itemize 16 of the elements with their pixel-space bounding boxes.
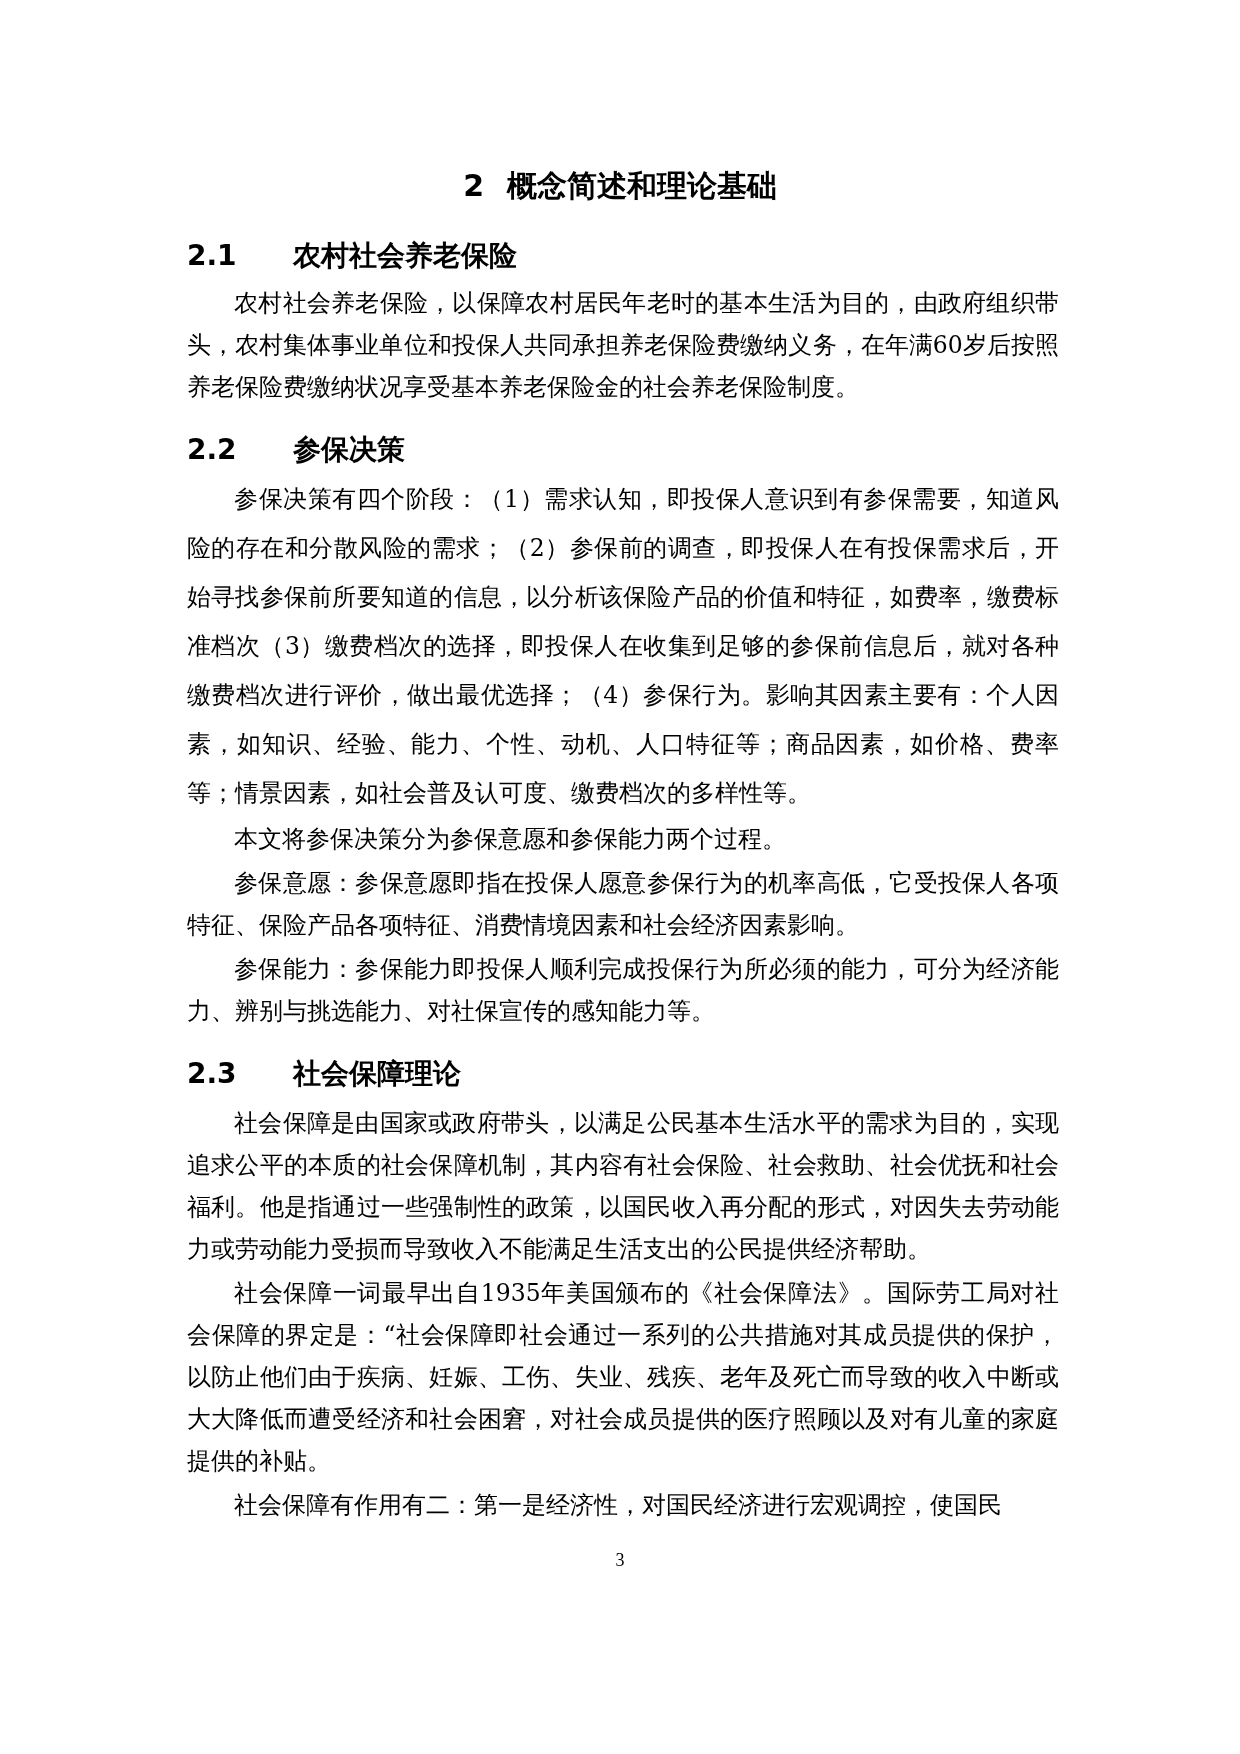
section-heading: 社会保障理论 [293,1056,461,1092]
paragraph: 社会保障一词最早出自1935年美国颁布的《社会保障法》。国际劳工局对社会保障的界定是：“社会保障即社会通过一系列的公共措施对其成员提供的保护，以防止他们由于疾病、妊娠、工伤、失业、残疾、老年及死亡而导致的收入中断或大大降低而遭受经济和社会困窘，对社会成员提供的医疗照顾以及对有儿童的家庭提供的补贴。 [187,1278,1059,1477]
section-number: 2.1 [187,238,238,274]
paragraph: 农村社会养老保险，以保障农村居民年老时的基本生活为目的，由政府组织带头，农村集体事业单位和投保人共同承担养老保险费缴纳义务，在年满60岁后按照养老保险费缴纳状况享受基本养老保险金的社会养老保险制度。 [187,288,1059,403]
paragraph: 参保能力：参保能力即投保人顺利完成投保行为所必须的能力，可分为经济能力、辨别与挑选能力、对社保宣传的感知能力等。 [187,954,1059,1027]
page-number: 3 [614,1549,626,1572]
section-number: 2.3 [187,1056,238,1092]
paragraph: 社会保障是由国家或政府带头，以满足公民基本生活水平的需求为目的，实现追求公平的本质的社会保障机制，其内容有社会保险、社会救助、社会优抚和社会福利。他是指通过一些强制性的政策，以国民收入再分配的形式，对因失去劳动能力或劳动能力受损而导致收入不能满足生活支出的公民提供经济帮助。 [187,1108,1059,1265]
paragraph: 参保决策有四个阶段：（1）需求认知，即投保人意识到有参保需要，知道风险的存在和分散风险的需求；（2）参保前的调查，即投保人在有投保需求后，开始寻找参保前所要知道的信息，以分析该保险产品的价值和特征，如费率，缴费标准档次（3）缴费档次的选择，即投保人在收集到足够的参保前信息后，就对各种缴费档次进行评价，做出最优选择；（4）参保行为。影响其因素主要有：个人因素，如知识、经验、能力、个性、动机、人口特征等；商品因素，如价格、费率等；情景因素，如社会普及认可度、缴费档次的多样性等。 [187,484,1059,809]
section-heading: 农村社会养老保险 [293,238,517,274]
paragraph: 社会保障有作用有二：第一是经济性，对国民经济进行宏观调控，使国民 [233,1490,1003,1521]
paragraph: 参保意愿：参保意愿即指在投保人愿意参保行为的机率高低，它受投保人各项特征、保险产品各项特征、消费情境因素和社会经济因素影响。 [187,868,1059,941]
paragraph: 本文将参保决策分为参保意愿和参保能力两个过程。 [233,824,787,855]
section-number: 2.2 [187,432,238,468]
section-heading: 参保决策 [293,432,405,468]
chapter-title: 2 概念简述和理论基础 [462,168,778,204]
